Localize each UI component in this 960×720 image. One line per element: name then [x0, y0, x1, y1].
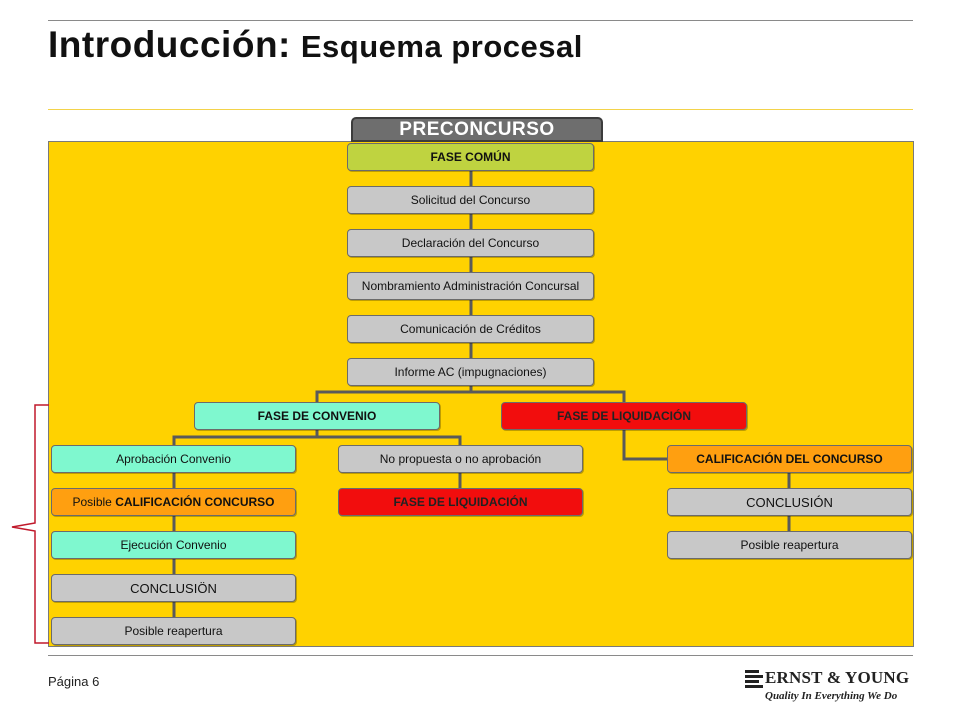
title-sub: Esquema procesal [300, 29, 583, 64]
calificacion-concurso-box: CALIFICACIÓN DEL CONCURSO [667, 445, 912, 473]
conclusion-liquidacion-box: CONCLUSIÓN [667, 488, 912, 516]
ey-mark-icon [745, 670, 763, 688]
fase-liquidacion-secondary-box: FASE DE LIQUIDACIÓN [338, 488, 583, 516]
title-main: Introducción: [48, 24, 291, 65]
diagram-background [48, 141, 914, 647]
step-declaracion: Declaración del Concurso [347, 229, 594, 257]
conclusion-convenio-box: CONCLUSIÖN [51, 574, 296, 602]
posible-calificacion-prefix: Posible [72, 495, 116, 509]
aprobacion-convenio-box: Aprobación Convenio [51, 445, 296, 473]
page-title: Introducción: Esquema procesal [48, 24, 583, 66]
step-solicitud: Solicitud del Concurso [347, 186, 594, 214]
fase-convenio-box: FASE DE CONVENIO [194, 402, 440, 430]
left-bracket [11, 404, 49, 644]
fase-liquidacion-box: FASE DE LIQUIDACIÓN [501, 402, 747, 430]
brand-name: ERNST & YOUNG [765, 668, 910, 687]
page-number: Página 6 [48, 674, 100, 689]
posible-calificacion-box: Posible CALIFICACIÓN CONCURSO [51, 488, 296, 516]
fase-comun-box: FASE COMÚN [347, 143, 594, 171]
step-nombramiento: Nombramiento Administración Concursal [347, 272, 594, 300]
step-informe: Informe AC (impugnaciones) [347, 358, 594, 386]
ernst-young-logo: ERNST & YOUNG Quality In Everything We D… [745, 668, 915, 708]
no-aprobacion-box: No propuesta o no aprobación [338, 445, 583, 473]
posible-calificacion-bold: CALIFICACIÓN CONCURSO [115, 495, 275, 509]
ejecucion-convenio-box: Ejecución Convenio [51, 531, 296, 559]
footer-rule [48, 655, 913, 656]
title-underline [48, 109, 913, 110]
brand-tagline: Quality In Everything We Do [765, 690, 898, 702]
reapertura-convenio-box: Posible reapertura [51, 617, 296, 645]
step-comunicacion: Comunicación de Créditos [347, 315, 594, 343]
top-rule [48, 20, 913, 21]
preconcurso-tab: PRECONCURSO [351, 117, 603, 142]
reapertura-liquidacion-box: Posible reapertura [667, 531, 912, 559]
